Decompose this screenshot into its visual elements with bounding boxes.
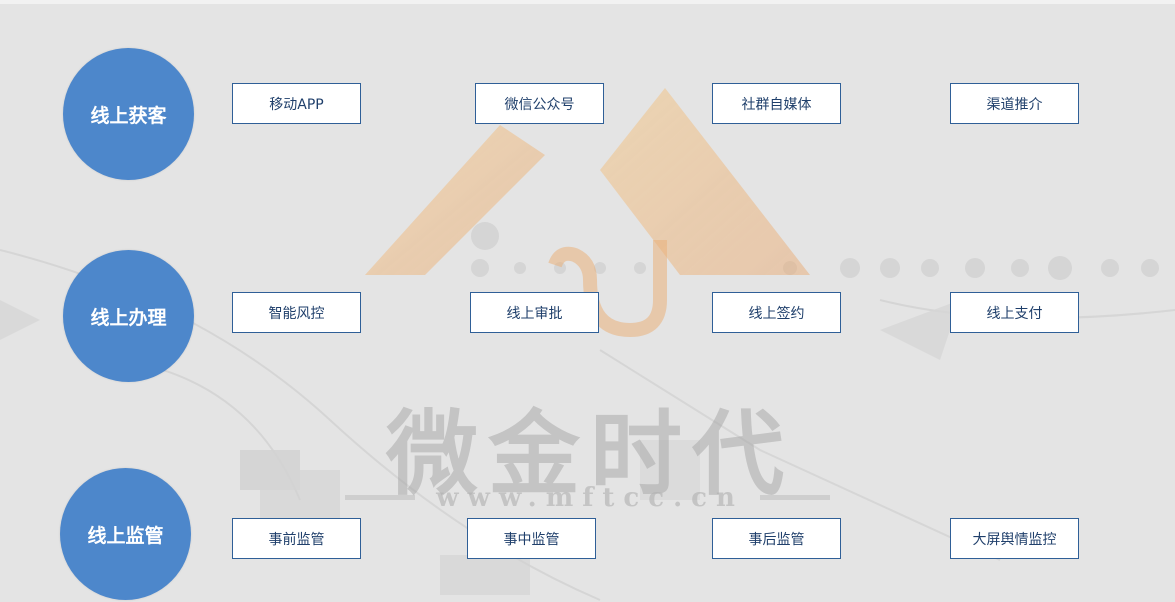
watermark-url: www.mftcc.cn bbox=[436, 483, 744, 513]
item-big-screen-public-opinion-monitoring: 大屏舆情监控 bbox=[950, 518, 1079, 559]
item-community-self-media: 社群自媒体 bbox=[712, 83, 841, 124]
row-title-online-supervision: 线上监管 bbox=[60, 468, 191, 600]
item-smart-risk-control: 智能风控 bbox=[232, 292, 361, 333]
item-mobile-app: 移动APP bbox=[232, 83, 361, 124]
row-title-online-acquisition: 线上获客 bbox=[63, 48, 194, 180]
item-post-supervision: 事后监管 bbox=[712, 518, 841, 559]
item-online-payment: 线上支付 bbox=[950, 292, 1079, 333]
item-in-process-supervision: 事中监管 bbox=[467, 518, 596, 559]
item-online-signing: 线上签约 bbox=[712, 292, 841, 333]
watermark-brand: 微金时代 bbox=[385, 401, 794, 508]
row-title-online-processing: 线上办理 bbox=[63, 250, 194, 382]
item-pre-supervision: 事前监管 bbox=[232, 518, 361, 559]
item-wechat-official-account: 微信公众号 bbox=[475, 83, 604, 124]
item-channel-referral: 渠道推介 bbox=[950, 83, 1079, 124]
item-online-approval: 线上审批 bbox=[470, 292, 599, 333]
